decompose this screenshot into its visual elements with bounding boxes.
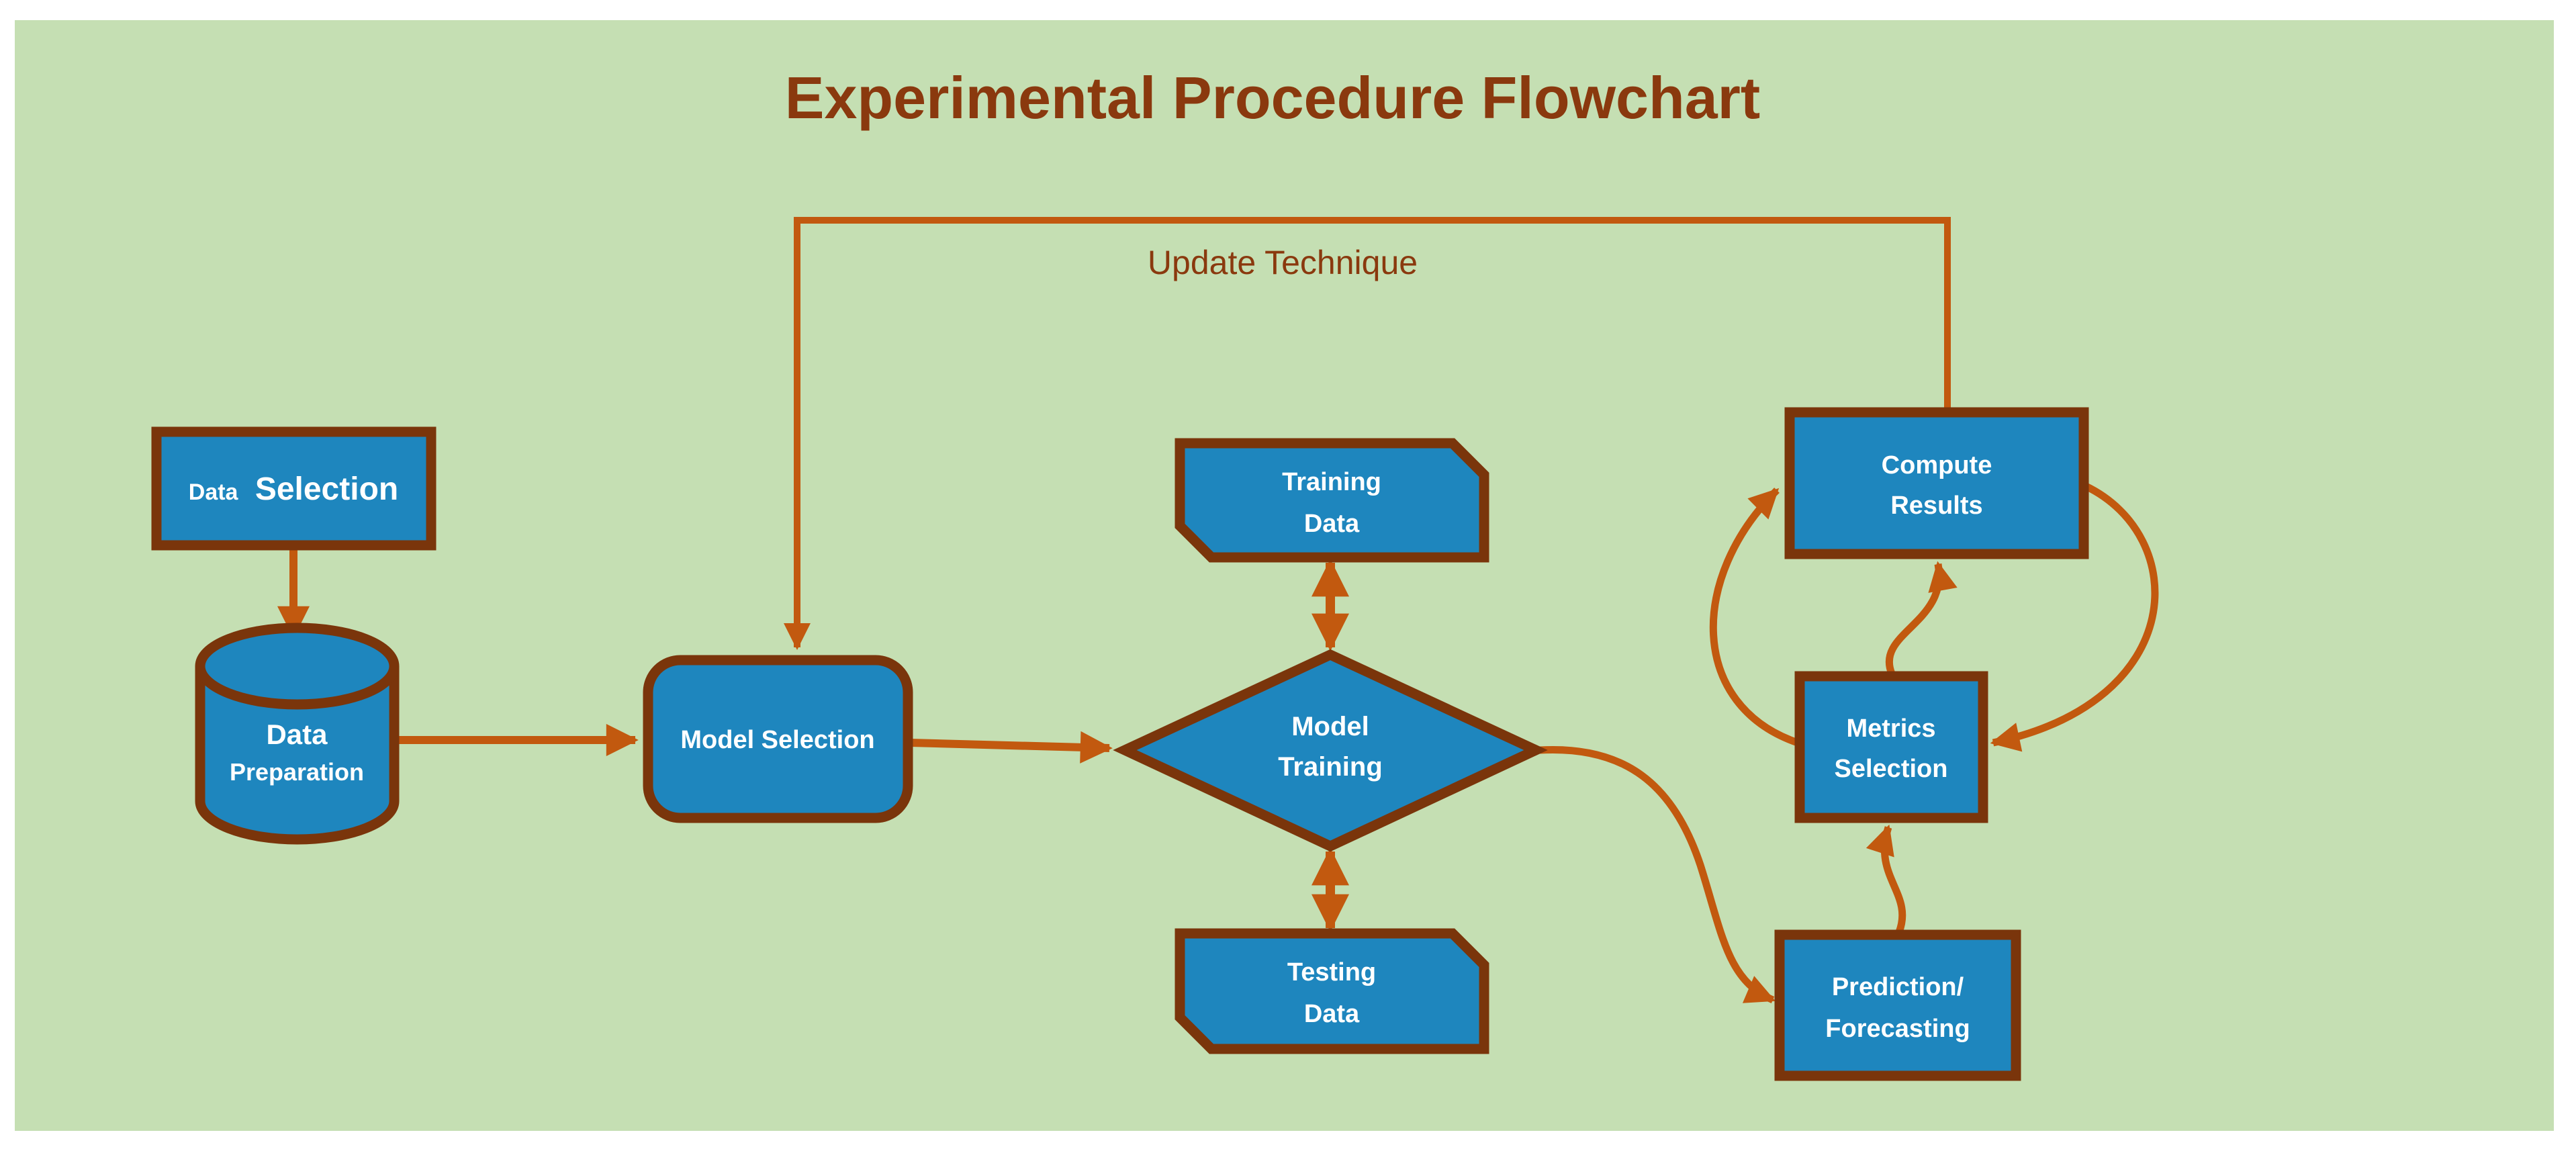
prediction-forecasting-shape (1774, 929, 2021, 1081)
node-testing-data: Testing Data (1175, 928, 1489, 1054)
metrics-selection-label-line2: Selection (1835, 755, 1948, 783)
data-preparation-shape (195, 623, 400, 845)
model-selection-label: Model Selection (680, 726, 874, 754)
model-training-shape (1113, 649, 1548, 852)
training-data-label-line2: Data (1304, 510, 1360, 538)
edge-prediction-to-metrics (1866, 824, 1906, 933)
node-prediction-forecasting: Prediction/ Forecasting (1774, 929, 2021, 1081)
testing-data-label-line2: Data (1304, 1000, 1360, 1028)
model-selection-shape (643, 655, 913, 823)
model-training-label-line1: Model (1291, 712, 1369, 741)
metrics-selection-label-line1: Metrics (1846, 715, 1935, 743)
data-selection-shape (151, 426, 436, 551)
compute-results-shape (1784, 407, 2089, 559)
node-metrics-selection: Metrics Selection (1794, 671, 1988, 823)
node-model-training: Model Training (1113, 649, 1548, 852)
page-title: Experimental Procedure Flowchart (785, 64, 1760, 131)
training-data-shape (1175, 438, 1489, 563)
node-training-data: Training Data (1175, 438, 1489, 563)
training-data-label-line1: Training (1282, 468, 1381, 496)
edges: Update Technique (277, 217, 2159, 1004)
edge-model-training-to-prediction (1539, 745, 1776, 1004)
node-data-selection: Data Selection (151, 426, 436, 551)
testing-data-shape (1175, 928, 1489, 1054)
data-preparation-label-line2: Preparation (230, 758, 364, 786)
edge-update-technique-feedback (784, 217, 1951, 650)
edge-model-selection-to-model-training (910, 731, 1113, 764)
node-data-preparation: Data Preparation (195, 623, 400, 845)
edge-metrics-to-compute-center (1885, 561, 1958, 676)
node-model-selection: Model Selection (643, 655, 913, 823)
node-compute-results: Compute Results (1784, 407, 2089, 559)
data-preparation-cylinder-lip (195, 665, 400, 710)
testing-data-label-line1: Testing (1287, 958, 1376, 986)
compute-results-label-line2: Results (1890, 492, 1982, 520)
metrics-selection-shape (1794, 671, 1988, 823)
nodes: Data Selection Data Preparation Model Se… (151, 407, 2089, 1081)
data-preparation-label-line1: Data (266, 719, 328, 750)
edge-compute-to-metrics-right (1990, 483, 2159, 752)
compute-results-label-line1: Compute (1882, 451, 1992, 479)
data-selection-label: Data Selection (189, 471, 398, 507)
edge-metrics-to-compute-left (1709, 488, 1799, 747)
edge-label-update-technique: Update Technique (1148, 244, 1418, 281)
prediction-forecasting-label-line2: Forecasting (1825, 1015, 1970, 1043)
prediction-forecasting-label-line1: Prediction/ (1832, 973, 1964, 1001)
model-training-label-line2: Training (1278, 752, 1383, 782)
